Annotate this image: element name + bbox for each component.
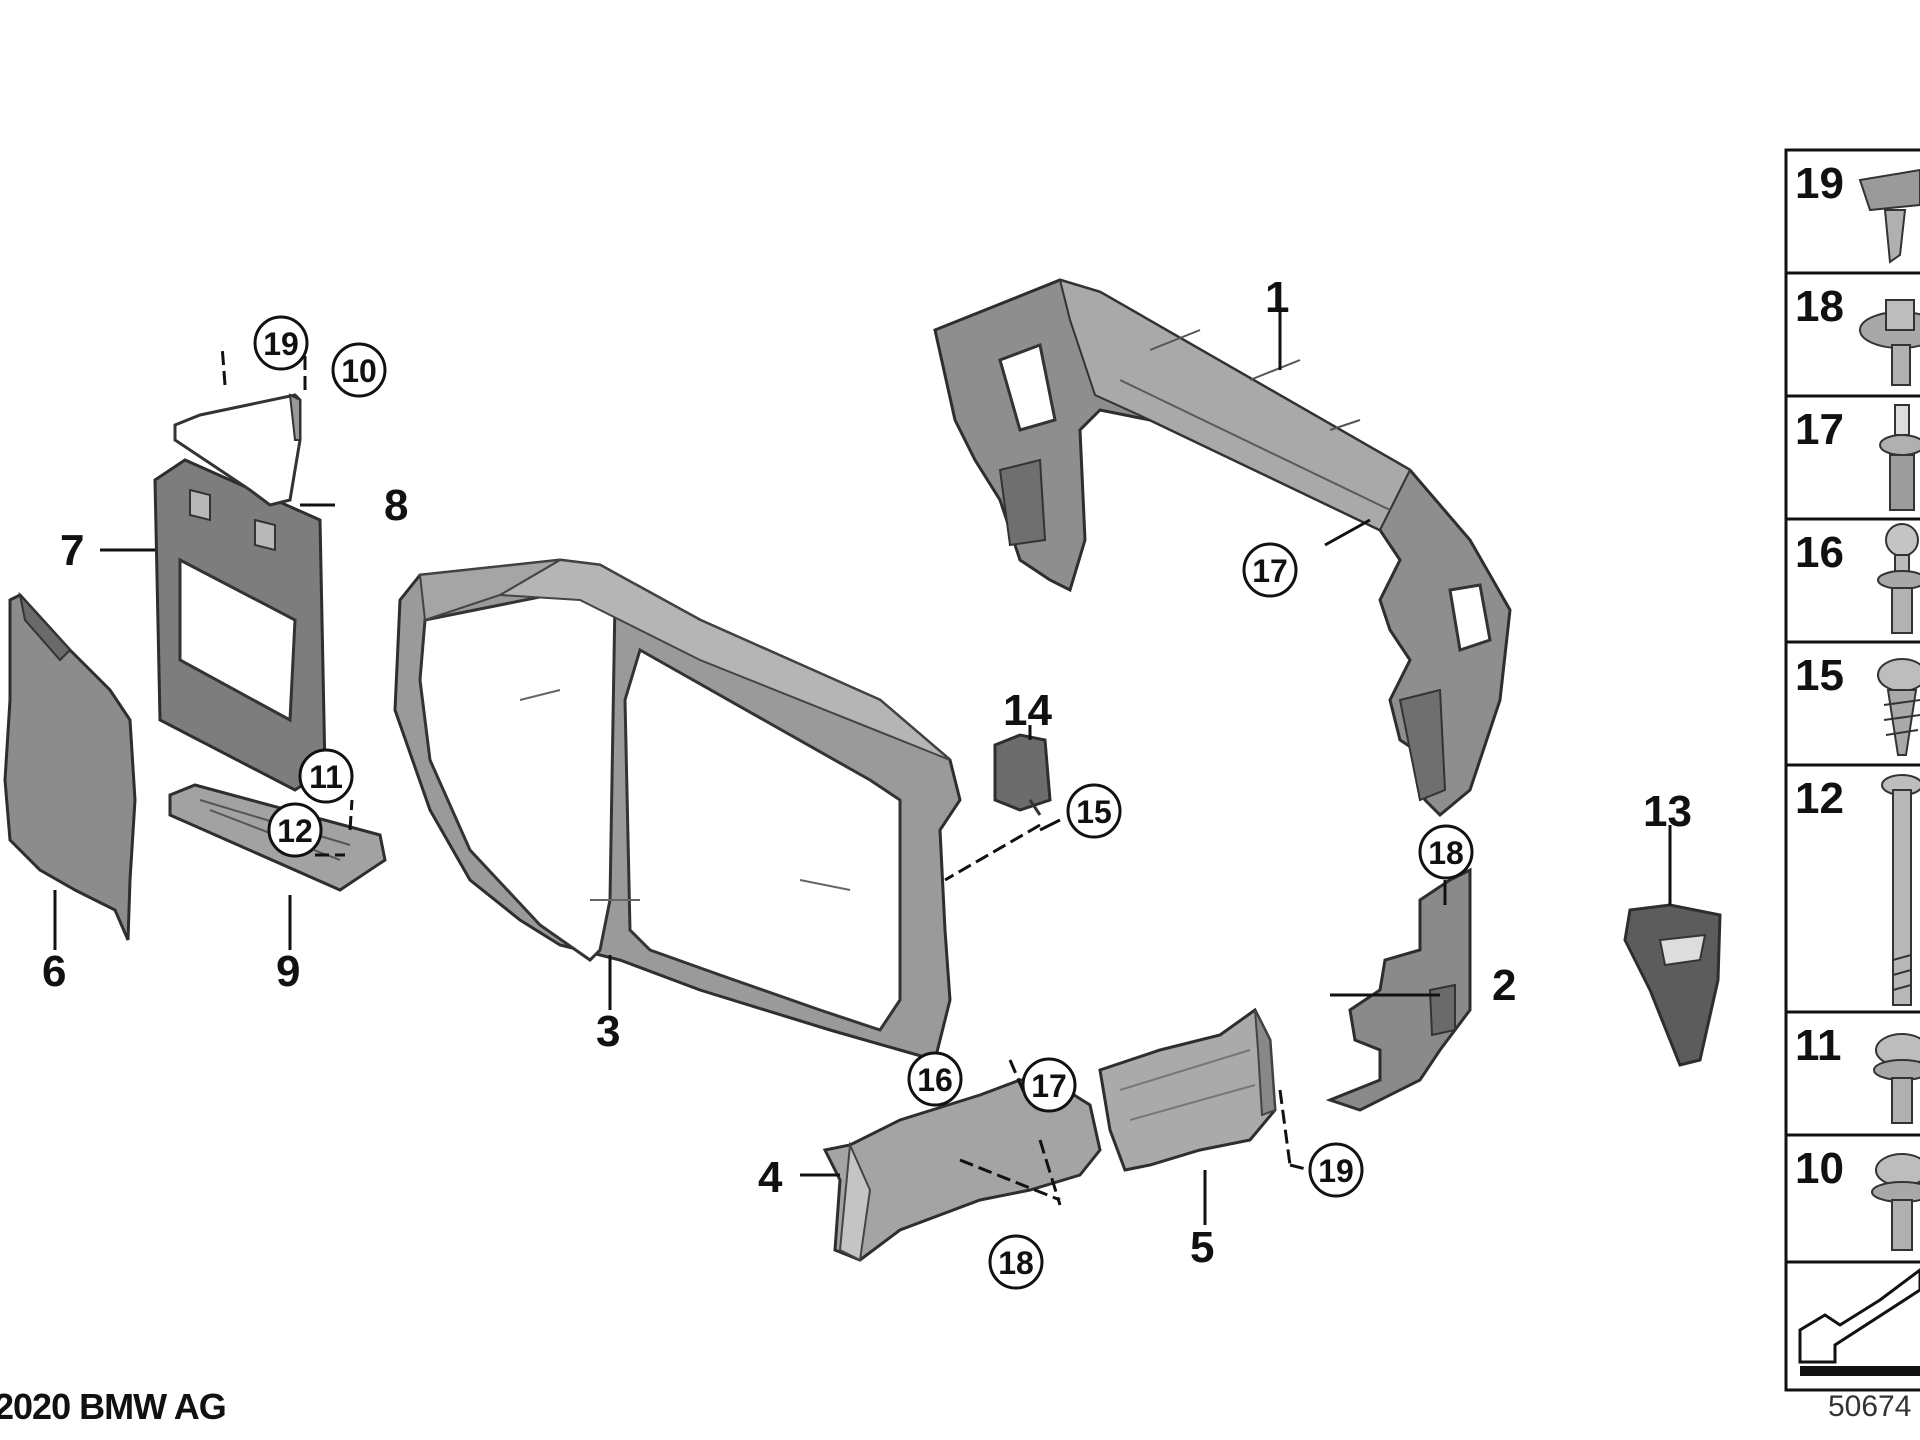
callout-9: 9 xyxy=(276,947,300,996)
part-14-small-bracket xyxy=(993,733,1052,816)
fastener-15-icon xyxy=(1877,658,1920,756)
part-6-side-air-guide xyxy=(3,591,137,941)
part-1-upper-carrier xyxy=(933,278,1512,818)
circled-callout-10: 10 xyxy=(331,342,387,398)
callout-4: 4 xyxy=(758,1153,783,1202)
fastener-11-icon xyxy=(1873,1033,1920,1124)
callout-14: 14 xyxy=(1003,686,1052,735)
legend-label-19: 19 xyxy=(1795,159,1844,208)
svg-text:17: 17 xyxy=(1031,1068,1067,1104)
legend-label-18: 18 xyxy=(1795,282,1844,331)
callout-numbers: 1 2 3 4 5 6 7 8 9 13 14 xyxy=(42,273,1692,1272)
circled-callout-19-top: 19 xyxy=(253,315,309,371)
leader-lines xyxy=(53,310,1672,1225)
legend-label-10: 10 xyxy=(1795,1144,1844,1193)
part-8-bracket xyxy=(173,393,302,507)
fastener-12-icon xyxy=(1881,774,1920,1006)
callout-2: 2 xyxy=(1492,961,1516,1010)
legend-label-17: 17 xyxy=(1795,405,1844,454)
callout-6: 6 xyxy=(42,947,66,996)
legend-label-12: 12 xyxy=(1795,774,1844,823)
svg-text:18: 18 xyxy=(1428,835,1464,871)
circled-callout-11: 11 xyxy=(298,748,354,804)
copyright-text: 2020 BMW AG xyxy=(0,1386,227,1427)
callout-5: 5 xyxy=(1190,1223,1214,1272)
svg-text:19: 19 xyxy=(1318,1153,1354,1189)
svg-text:19: 19 xyxy=(263,326,299,362)
circled-callout-18-right: 18 xyxy=(1418,824,1474,880)
legend-label-16: 16 xyxy=(1795,528,1844,577)
circled-callout-16: 16 xyxy=(907,1051,963,1107)
svg-text:17: 17 xyxy=(1252,553,1288,589)
fastener-17-icon xyxy=(1879,404,1920,511)
circled-callout-15: 15 xyxy=(1066,783,1122,839)
callout-3: 3 xyxy=(596,1007,620,1056)
callout-1: 1 xyxy=(1265,273,1289,322)
fastener-19-icon xyxy=(1858,168,1920,264)
fastener-legend: 19 18 17 16 15 12 11 10 xyxy=(1784,148,1920,1392)
svg-text:10: 10 xyxy=(341,353,377,389)
circled-callouts: 19 10 11 12 17 15 18 16 xyxy=(253,315,1474,1290)
part-5-air-duct xyxy=(1098,1007,1277,1172)
callout-8: 8 xyxy=(384,481,408,530)
part-7-housing xyxy=(153,458,327,792)
part-3-front-carrier xyxy=(393,558,962,1062)
fastener-18-icon xyxy=(1859,299,1920,386)
fastener-10-icon xyxy=(1871,1153,1920,1251)
svg-text:18: 18 xyxy=(998,1245,1034,1281)
callout-13: 13 xyxy=(1643,787,1692,836)
callout-7: 7 xyxy=(60,526,84,575)
fastener-16-icon xyxy=(1877,523,1920,634)
diagram-id-text: 50674 xyxy=(1828,1390,1912,1423)
circled-callout-17-lower: 17 xyxy=(1021,1057,1077,1113)
circled-callout-17-upper: 17 xyxy=(1242,542,1298,598)
legend-label-15: 15 xyxy=(1795,651,1844,700)
svg-text:15: 15 xyxy=(1076,794,1112,830)
circled-callout-18-lower: 18 xyxy=(988,1234,1044,1290)
part-4-lower-air-duct xyxy=(822,1078,1102,1262)
circled-callout-12: 12 xyxy=(267,802,323,858)
direction-arrow-icon xyxy=(1798,1268,1920,1376)
part-13-cover xyxy=(1623,903,1722,1067)
svg-text:12: 12 xyxy=(277,813,313,849)
legend-label-11: 11 xyxy=(1795,1021,1842,1070)
svg-text:11: 11 xyxy=(309,759,343,795)
svg-text:16: 16 xyxy=(917,1062,953,1098)
part-2-side-bracket xyxy=(1325,867,1472,1112)
circled-callout-19-lower: 19 xyxy=(1308,1142,1364,1198)
